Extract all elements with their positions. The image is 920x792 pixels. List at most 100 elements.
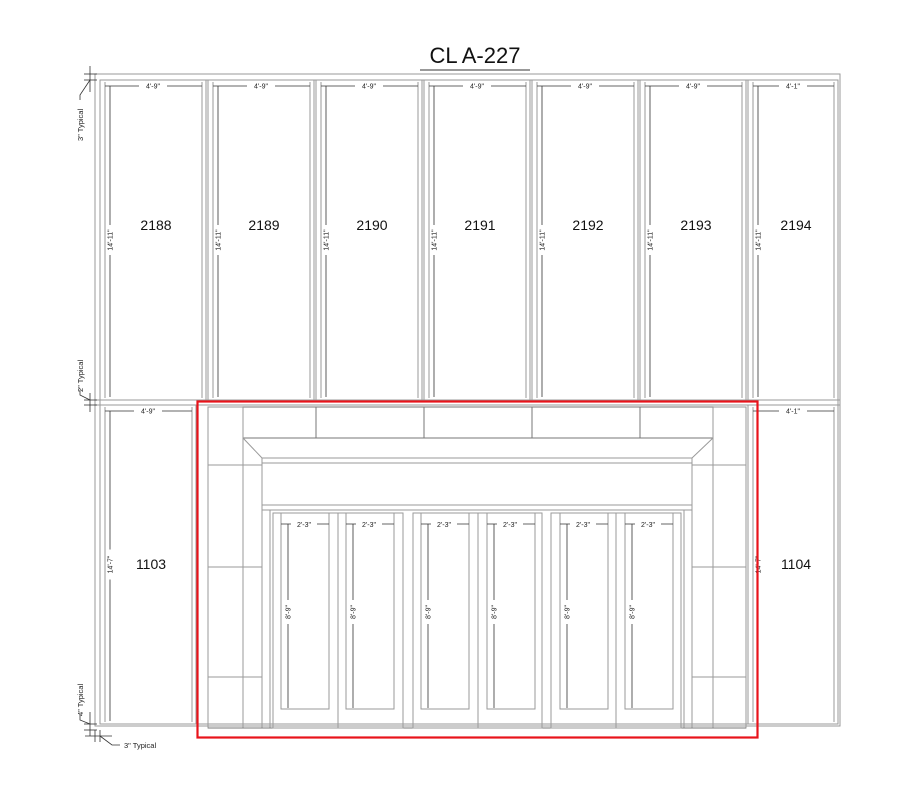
height-dimension-label: 14'-7" [108,555,115,573]
storefront-assembly: 2'-3" 8'-9" 2'-3" 8'-9" 2'-3" 8'-9" 2'-3" 8'-9"… [207,406,747,729]
door-frame [477,512,543,729]
door-width-label: 2'-3" [503,522,517,529]
room-panel-2193: 4'-9" 14'-11" 2193 [639,79,747,401]
dimension-text-mask [431,520,457,528]
highlight-selection-box[interactable] [196,400,759,739]
room-number: 2189 [248,217,279,233]
room-number: 1104 [781,556,811,572]
panel-frame [99,79,207,401]
door-frame [337,512,404,729]
upper-panels: 4'-9"14'-11"21884'-9"14'-11"21894'-9"14'… [99,79,839,401]
dimension-text-mask [214,225,222,255]
door-set: 2'-3" 8'-9" 2'-3" 8'-9" 2'-3" 8'-9" 2'-3" 8'-9"… [272,512,682,729]
dimension-text-mask [570,520,596,528]
dimension-text-mask [247,82,275,90]
panel-frame [747,79,839,401]
panel-frame [639,79,747,401]
room-panel-2189: 4'-9"14'-11"2189 [207,79,315,401]
dimension-text-mask [571,82,599,90]
dimension-text-mask [430,225,438,255]
room-number: 1103 [136,556,166,572]
room-panel-2190: 4'-9"14'-11"2190 [315,79,423,401]
room-number: 2192 [572,217,603,233]
height-dimension-label: 14'-11" [540,229,547,251]
room-panel-1103: 4'-9"14'-7"1103 [99,404,197,725]
width-dimension-label: 4'-1" [786,409,800,416]
dimension-text-mask [779,407,807,415]
dimension-text-mask [628,600,636,624]
note-top-typical: 3" Typical [76,109,85,141]
room-number: 2193 [680,217,711,233]
door-1: 2'-3"8'-9" [272,512,339,729]
typical-notes: 3" Typical 2" Typical 4" Typical 3" Typi… [76,66,156,750]
note-bottom-typical: 4" Typical [76,684,85,716]
door-leaf [420,512,470,710]
room-number: 2190 [356,217,387,233]
door-leaf [559,512,609,710]
door-height-label: 8'-9" [286,605,293,619]
door-3: 2'-3" 8'-9" [412,512,479,729]
height-dimension-label: 14'-11" [648,229,655,251]
height-dimension-label: 14'-11" [108,229,115,251]
dimension-text-mask [284,600,292,624]
dimension-text-mask [779,82,807,90]
note-mid-typical: 2" Typical [76,360,85,392]
door-leaf [345,512,395,710]
width-dimension-label: 4'-1" [786,84,800,91]
dimension-text-mask [679,82,707,90]
dimension-text-mask [490,600,498,624]
door-width-label: 2'-3" [641,522,655,529]
dimension-text-mask [139,82,167,90]
height-dimension-label: 14'-11" [216,229,223,251]
door-width-label: 2'-3" [362,522,376,529]
dimension-text-mask [497,520,523,528]
dimension-text-mask [356,520,382,528]
height-dimension-label: 14'-11" [756,229,763,251]
door-leaf [280,512,330,710]
door-height-label: 8'-9" [351,605,358,619]
panel-frame [207,79,315,401]
panel-frame [531,79,639,401]
door-height-label: 8'-9" [565,605,572,619]
door-height-label: 8'-9" [426,605,433,619]
door-2: 2'-3" 8'-9" [337,512,404,729]
dimension-text-mask [754,225,762,255]
panel-frame [423,79,531,401]
dimension-text-mask [322,225,330,255]
dimension-text-mask [355,82,383,90]
door-height-label: 8'-9" [492,605,499,619]
door-frame [272,512,339,729]
panel-frame [99,404,197,725]
dimension-text-mask [106,549,114,580]
door-frame [615,512,682,729]
door-leaf [486,512,536,710]
room-number: 2191 [464,217,495,233]
drawing-title: CL A-227 [430,43,521,68]
dimension-text-mask [635,520,661,528]
height-dimension-label: 14'-11" [324,229,331,251]
room-panel-2188: 4'-9" 14'-11" 2188 [99,79,207,401]
room-number: 2188 [140,217,171,233]
door-width-label: 2'-3" [437,522,451,529]
dimension-text-mask [646,225,654,255]
height-dimension-label: 14'-7" [756,555,763,573]
door-frame [412,512,479,729]
door-width-label: 2'-3" [576,522,590,529]
dimension-text-mask [538,225,546,255]
door-6: 2'-3" 8'-9" [615,512,682,729]
width-dimension-label: 4'-9" [686,84,700,91]
dimension-text-mask [463,82,491,90]
door-frame [550,512,617,729]
note-side-typical: 3" Typical [124,741,156,750]
dimension-text-mask [424,600,432,624]
width-dimension-label: 4'-9" [146,84,160,91]
door-height-label: 8'-9" [630,605,637,619]
room-panel-1104: 4'-1" 14'-7" 1104 [747,404,839,725]
dimension-text-mask [563,600,571,624]
room-panel-2194: 4'-1"14'-11"2194 [747,79,839,401]
room-panel-2191: 4'-9"14'-11"2191 [423,79,531,401]
dimension-text-mask [106,225,114,255]
door-leaf [624,512,674,710]
width-dimension-label: 4'-9" [578,84,592,91]
